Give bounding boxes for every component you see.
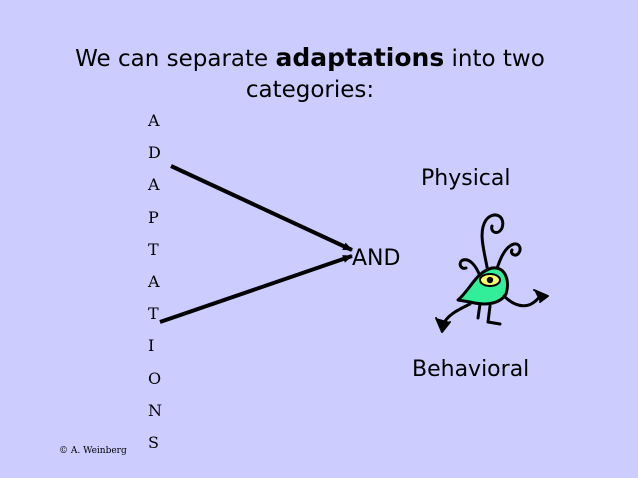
title-emphasis: adaptations <box>275 43 445 72</box>
title-line2: categories: <box>245 77 375 103</box>
vertical-letter: A <box>148 111 160 130</box>
title-prefix: We can separate <box>75 46 276 72</box>
arrow-icon <box>170 164 353 252</box>
physical-label: Physical <box>421 166 511 191</box>
vertical-letter: N <box>148 400 162 420</box>
vertical-letter: T <box>148 304 159 324</box>
vertical-letter: P <box>148 207 159 227</box>
creature-clipart-icon <box>435 213 549 333</box>
copyright-notice: © A. Weinberg <box>59 446 127 456</box>
arrow-icon <box>159 254 353 324</box>
vertical-letter: I <box>148 336 155 356</box>
vertical-letter: S <box>148 432 159 452</box>
vertical-letter: D <box>148 143 161 163</box>
vertical-letter: A <box>148 271 160 291</box>
vertical-letter: T <box>148 239 159 259</box>
behavioral-label: Behavioral <box>412 357 530 382</box>
slide-title: We can separate adaptations into two cat… <box>40 42 580 106</box>
and-label: AND <box>352 246 401 271</box>
title-suffix: into two <box>444 46 545 72</box>
vertical-letter: A <box>148 175 160 195</box>
vertical-letter: O <box>148 368 162 388</box>
vertical-word-adaptations: A D A P T A T I O N S <box>148 111 168 465</box>
